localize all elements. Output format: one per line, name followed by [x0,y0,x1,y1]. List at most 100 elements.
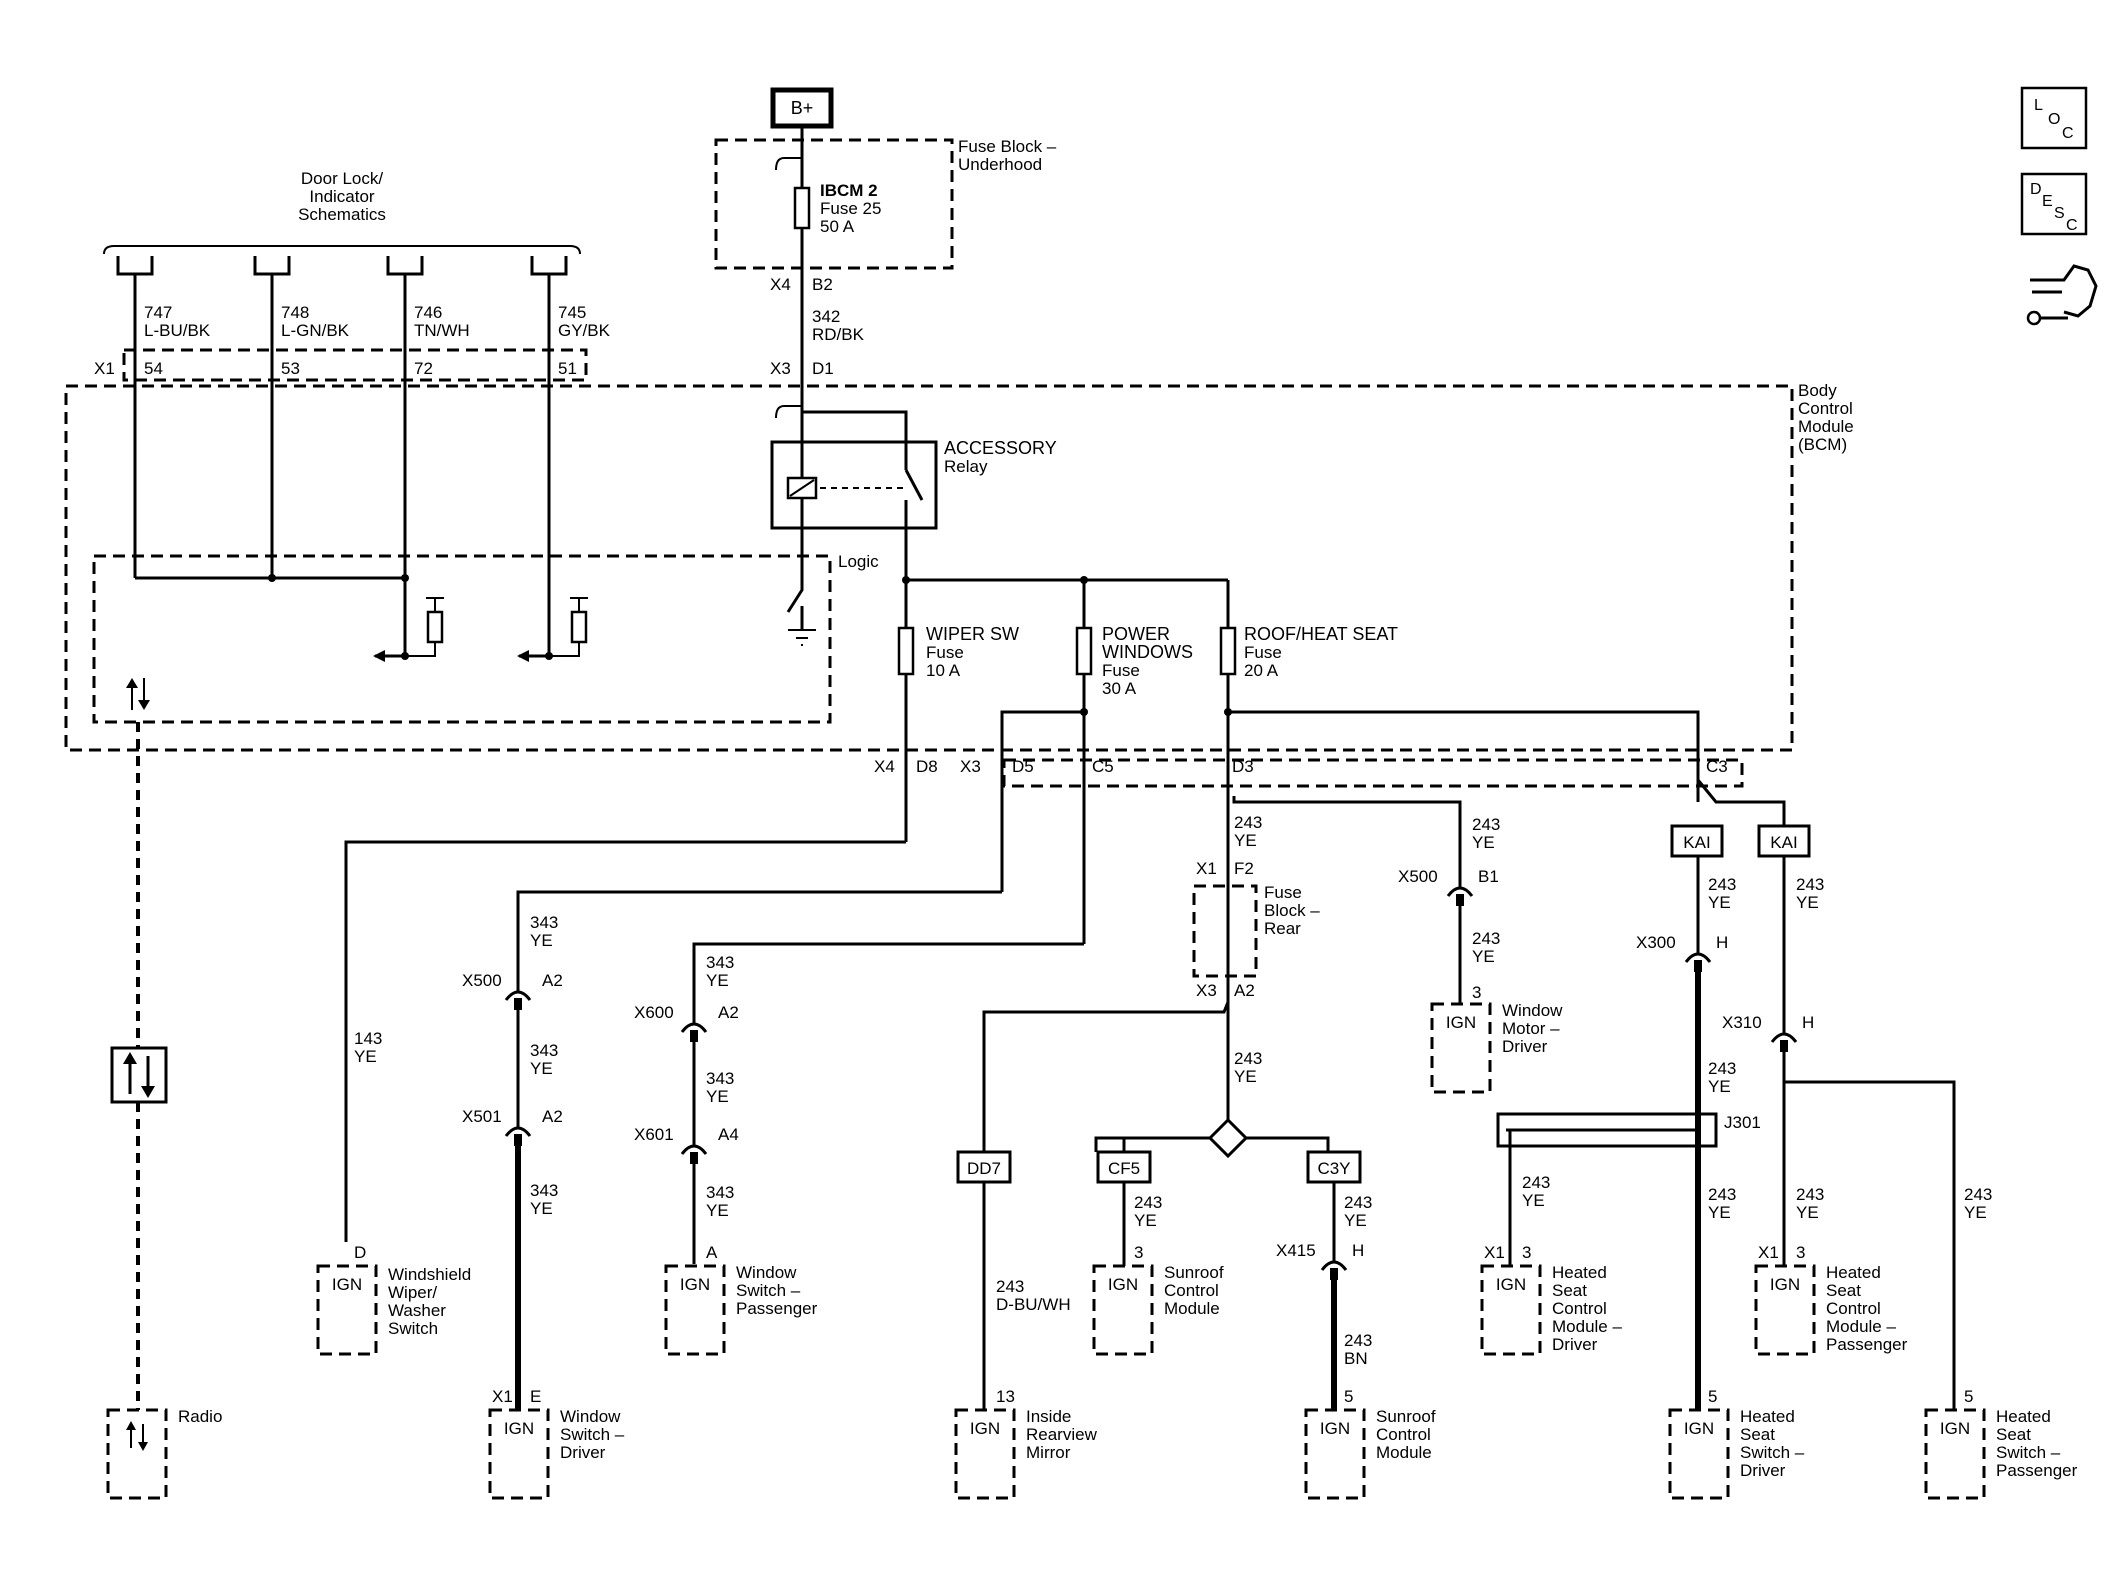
wire-746-circuit: 746 [414,303,442,322]
conn-x500b-pin: B1 [1478,867,1499,886]
sunroof-control-module-2[interactable] [1304,1408,1366,1500]
hs-sw-drv-label-2: Seat [1740,1425,1775,1444]
serial-data-gateway [110,1046,168,1104]
loc-button[interactable]: L O C [2020,86,2088,150]
win-pass-label-3: Passenger [736,1299,818,1318]
sunroof1-label-2: Control [1164,1281,1219,1300]
heated-seat-control-module-passenger[interactable] [1754,1264,1816,1356]
conn-x415-pin: H [1352,1241,1364,1260]
relay-name: ACCESSORY [944,438,1057,458]
inside-rearview-mirror[interactable] [954,1408,1016,1500]
windshield-wiper-switch[interactable] [316,1264,378,1356]
heated-seat-switch-driver[interactable] [1668,1408,1730,1500]
splice-diamond [1207,1117,1249,1159]
wrench-hand-icon[interactable] [2026,264,2098,326]
sunroof1-label-3: Module [1164,1299,1220,1318]
fb-rear-label-3: Rear [1264,919,1301,938]
mirror-label-2: Rearview [1026,1425,1098,1444]
dd7-label: DD7 [967,1159,1001,1178]
wire-343-pass-1c: YE [706,971,729,990]
accessory-relay[interactable] [770,440,938,530]
battery-terminal[interactable]: B+ [770,87,834,129]
hs-sw-drv-label-1: Heated [1740,1407,1795,1426]
window-switch-passenger[interactable] [664,1264,726,1356]
fuse-power-windows[interactable] [1075,626,1093,676]
loc-l: L [2034,97,2043,114]
mirror-label-1: Inside [1026,1407,1071,1426]
fb-rear-pin-f2: F2 [1234,859,1254,878]
win-drv-label-1: Window [560,1407,621,1426]
wire-343-drv-3: 343 [530,1181,558,1200]
wiper-label-1: Windshield [388,1265,471,1284]
fuse-block-rear [1192,884,1258,978]
pin-d5: D5 [1012,757,1034,776]
desc-button[interactable]: D E S C [2020,172,2088,236]
wire-343-pass-3: 343 [706,1183,734,1202]
heated-seat-control-module-driver[interactable] [1480,1264,1542,1356]
wire-243-x300-c: YE [1708,1077,1731,1096]
pin-54: 54 [144,359,163,378]
wiper-label-3: Washer [388,1301,446,1320]
radio[interactable] [106,1408,168,1500]
wire-243-rear-1c: YE [1234,831,1257,850]
motor-label-2: Motor – [1502,1019,1560,1038]
bcm-label-2: Control [1798,399,1853,418]
wire-143-color: YE [354,1047,377,1066]
sunroof1-ign: IGN [1108,1275,1138,1294]
wire-243-hs-sw-p: 243 [1964,1185,1992,1204]
mirror-ign: IGN [970,1419,1000,1438]
pin-c3: C3 [1706,757,1728,776]
hs-sw-pass-label-3: Switch – [1996,1443,2061,1462]
wire-342-circuit: 342 [812,307,840,326]
fuse-wiper-name: WIPER SW [926,624,1019,644]
wire-342-color: RD/BK [812,325,865,344]
wire-748-circuit: 748 [281,303,309,322]
wire-243-bn-c: BN [1344,1349,1368,1368]
fb-rear-pin-a2: A2 [1234,981,1255,1000]
pin-d3: D3 [1232,757,1254,776]
conn-x4-label: X4 [770,275,791,294]
fuse-ibcm2[interactable] [793,186,811,230]
fuse-ibcm2-rating: 50 A [820,217,855,236]
window-motor-driver[interactable] [1430,1002,1492,1094]
connector-x601-a4 [680,1144,708,1155]
wire-243-c3y-c: YE [1344,1211,1367,1230]
win-pass-label-1: Window [736,1263,797,1282]
win-drv-ign: IGN [504,1419,534,1438]
conn-x1-door-label: X1 [94,359,115,378]
fuse-roof-type: Fuse [1244,643,1282,662]
wire-243-rear-1: 243 [1234,813,1262,832]
wire-243-motor-1c: YE [1472,833,1495,852]
fuse-roof-name: ROOF/HEAT SEAT [1244,624,1398,644]
kai-pass-label: KAI [1770,833,1797,852]
hs-sw-pass-ign: IGN [1940,1419,1970,1438]
wire-243-kai-dc: YE [1708,893,1731,912]
sunroof-control-module-1[interactable] [1092,1264,1154,1356]
relay-bus-tap-icon [775,405,802,419]
door-lock-label-2: Indicator [309,187,375,206]
fuse-roof-heat-seat[interactable] [1219,626,1237,676]
fb-rear-conn-x1: X1 [1196,859,1217,878]
motor-label-1: Window [1502,1001,1563,1020]
wire-243-bn: 243 [1344,1331,1372,1350]
conn-x500-pin: A2 [542,971,563,990]
kai-passenger [1757,824,1811,858]
hs-sw-pass-pin: 5 [1964,1387,1973,1406]
fuse-wiper-sw[interactable] [897,626,915,676]
radio-data-arrows-icon [126,1421,148,1451]
door-lock-label-3: Schematics [298,205,386,224]
pin-51: 51 [558,359,577,378]
sunroof2-ign: IGN [1320,1419,1350,1438]
pin-d1-label: D1 [812,359,834,378]
hs-ctrl-drv-label-5: Driver [1552,1335,1598,1354]
wire-746-color: TN/WH [414,321,470,340]
relay-type: Relay [944,457,988,476]
wire-243-c3y: 243 [1344,1193,1372,1212]
heated-seat-switch-passenger[interactable] [1924,1408,1986,1500]
conn-x601-label: X601 [634,1125,674,1144]
fuse-block-underhood [714,138,954,270]
window-switch-driver[interactable] [488,1408,550,1500]
pin-d8: D8 [916,757,938,776]
conn-x500b-label: X500 [1398,867,1438,886]
hs-ctrl-pass-ign: IGN [1770,1275,1800,1294]
